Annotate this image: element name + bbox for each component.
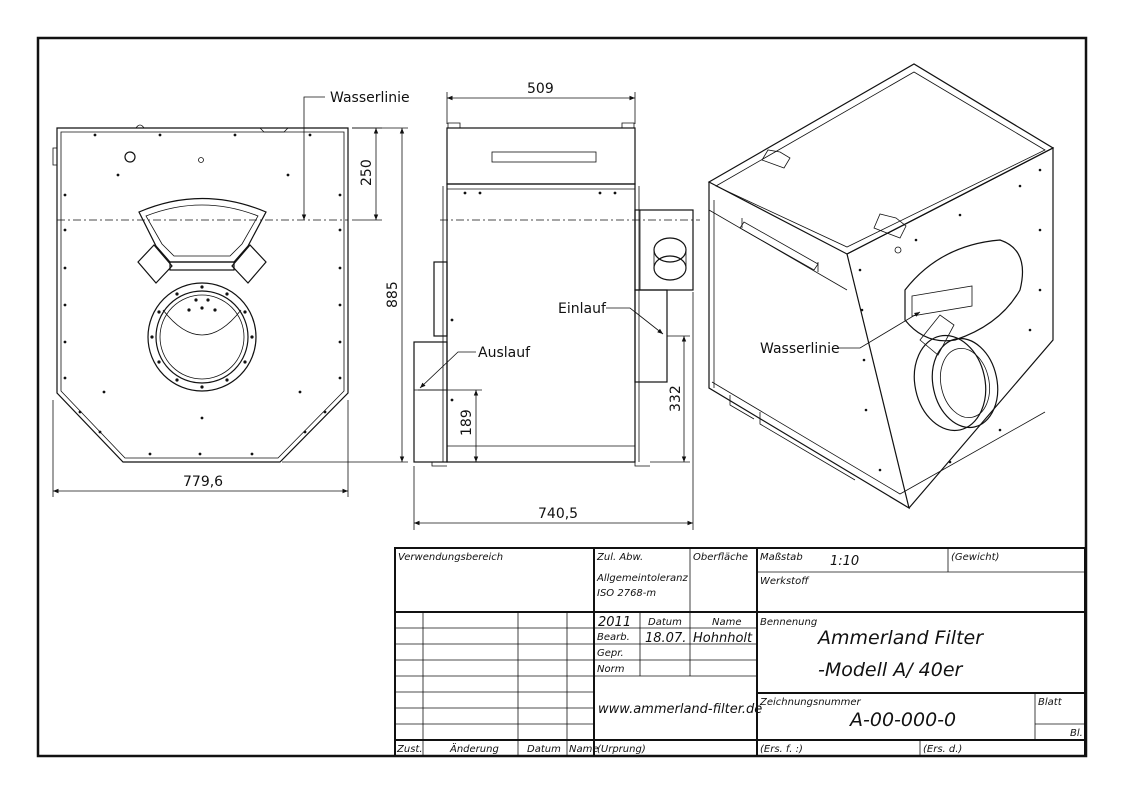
title-block-text: Verwendungsbereich Zul. Abw. Allgemeinto…: [396, 552, 1083, 755]
label-water-line-front: Wasserlinie: [330, 90, 410, 106]
front-panel-holes: [63, 133, 342, 456]
weight-label: (Gewicht): [951, 552, 999, 563]
title-line2: -Modell A/ 40er: [818, 659, 964, 681]
sheet-label: Blatt: [1038, 697, 1063, 708]
norm-label: Norm: [597, 664, 625, 675]
flange-bolt-holes: [150, 285, 254, 389]
scale-value: 1:10: [830, 554, 859, 569]
side-view: [413, 92, 700, 530]
dim-side-width: 509: [527, 81, 554, 97]
tolerance-header: Zul. Abw.: [596, 552, 643, 563]
rev-date-header: Datum: [527, 744, 561, 755]
label-outlet: Auslauf: [478, 345, 531, 361]
surface-label: Oberfläche: [693, 552, 748, 563]
origin-label: (Urprung): [597, 744, 646, 755]
rev-change-header: Änderung: [449, 742, 499, 755]
title-line1: Ammerland Filter: [816, 627, 984, 649]
checked-label: Gepr.: [597, 648, 624, 659]
tolerance-line2: ISO 2768-m: [597, 588, 656, 599]
rev-name-header: Name: [569, 744, 599, 755]
dim-inlet-height: 332: [668, 385, 684, 412]
year-value: 2011: [598, 615, 631, 630]
dim-outlet-height: 189: [459, 409, 475, 436]
material-label: Werkstoff: [760, 576, 810, 587]
label-inlet: Einlauf: [558, 301, 607, 317]
website: www.ammerland-filter.de: [598, 702, 762, 717]
dim-water-level: 250: [359, 159, 375, 186]
side-panel-holes: [450, 191, 617, 402]
dim-front-width: 779,6: [183, 474, 223, 490]
replaced-by-label: (Ers. d.): [923, 744, 962, 755]
drawing-number-label: Zeichnungsnummer: [759, 697, 861, 708]
sheet-abbrev: Bl.: [1070, 728, 1083, 739]
rev-status-header: Zust.: [396, 744, 423, 755]
usage-area-label: Verwendungsbereich: [398, 552, 503, 563]
drawn-name: Hohnholt: [693, 631, 753, 646]
drawn-label: Bearb.: [597, 632, 630, 643]
front-view: [52, 96, 408, 497]
date-header: Datum: [648, 617, 682, 628]
dim-overall-depth: 740,5: [538, 506, 578, 522]
title-block: [394, 547, 1086, 757]
label-water-line-iso: Wasserlinie: [760, 341, 840, 357]
scale-label: Maßstab: [760, 552, 803, 563]
isometric-view: [707, 63, 1055, 510]
iso-panel-holes: [858, 168, 1042, 472]
title-label: Bennenung: [760, 617, 817, 628]
tolerance-line1: Allgemeintoleranz: [596, 573, 688, 584]
name-header: Name: [712, 617, 742, 628]
drawing-number: A-00-000-0: [848, 709, 956, 731]
drawn-date: 18.07.: [645, 631, 686, 646]
dim-front-height: 885: [385, 281, 401, 308]
replaces-label: (Ers. f. :): [760, 744, 803, 755]
